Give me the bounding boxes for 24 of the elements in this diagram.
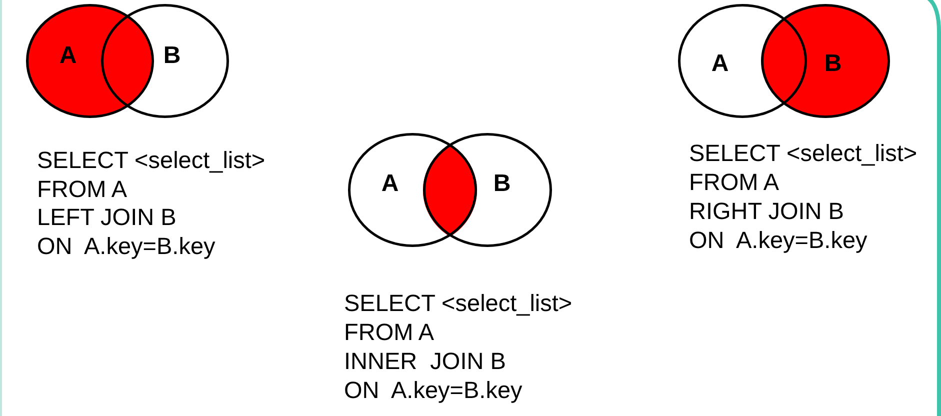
venn-circle — [678, 4, 806, 118]
sql-query-line: FROM A — [37, 174, 128, 203]
sql-query-line: ON A.key=B.key — [37, 232, 216, 260]
sql-query-line: SELECT <select_list> — [689, 139, 918, 167]
set-label: A — [711, 52, 729, 76]
set-label: B — [163, 44, 181, 68]
sql-query-line: RIGHT JOIN B — [689, 197, 844, 225]
venn-circle — [26, 4, 154, 118]
set-label: B — [824, 52, 842, 76]
venn-circle — [101, 4, 229, 118]
venn-circle — [422, 133, 552, 247]
sql-query-line: FROM A — [689, 168, 780, 196]
sql-query-line: SELECT <select_list> — [344, 289, 572, 317]
venn-circle — [348, 133, 476, 247]
sql-query-line: LEFT JOIN B — [37, 203, 176, 232]
sql-query-line: ON A.key=B.key — [689, 226, 868, 254]
sql-query-line: FROM A — [344, 318, 434, 346]
sql-query-line: ON A.key=B.key — [344, 376, 522, 404]
set-label: A — [59, 44, 77, 68]
sql-query-line: SELECT <select_list> — [37, 146, 266, 174]
set-label: B — [493, 172, 511, 196]
venn-circle — [760, 4, 890, 118]
set-label: A — [381, 172, 399, 196]
sql-query-line: INNER JOIN B — [344, 347, 506, 375]
